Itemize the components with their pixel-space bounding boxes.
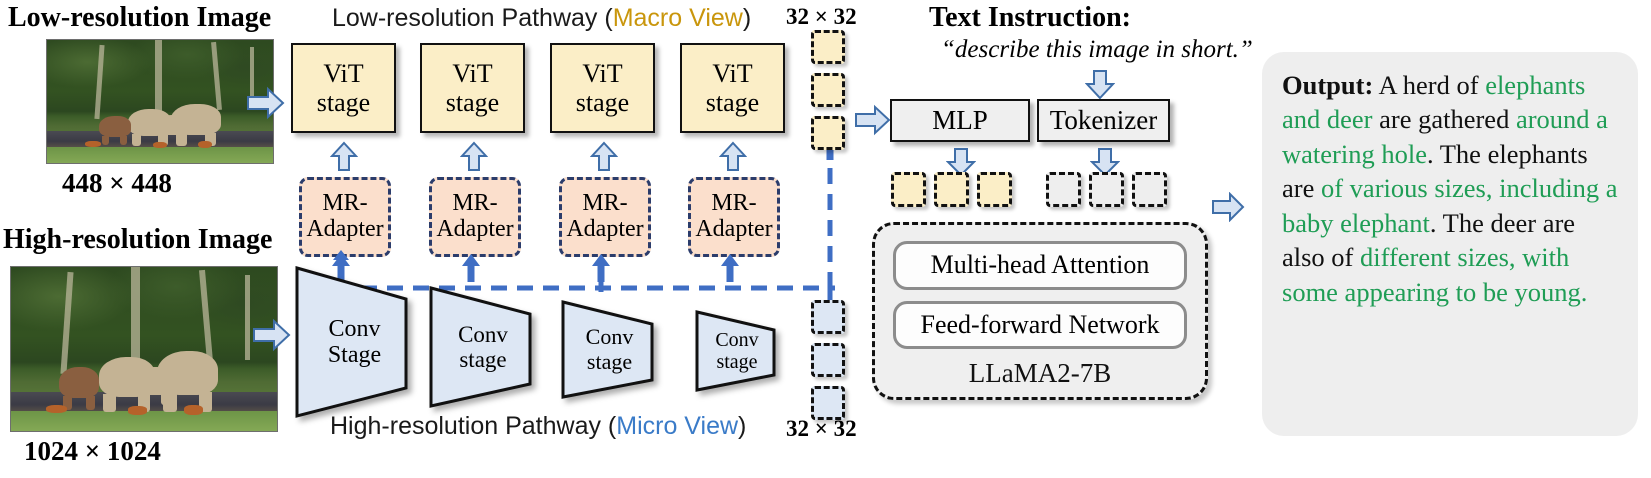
mr-adapter-3-line2: Adapter [566, 216, 644, 242]
mlp-output-token-2 [934, 172, 969, 207]
mr-adapter-4-line1: MR- [711, 190, 757, 217]
output-panel: Output: A herd of elephants and deer are… [1262, 52, 1638, 436]
mlp-output-token-1 [891, 172, 926, 207]
micro-token-1 [811, 300, 845, 334]
mr-adapter-3-line1: MR- [582, 190, 628, 217]
mr-adapter-1-line2: Adapter [306, 216, 384, 242]
vit-stage-2-line1: ViT [452, 58, 493, 88]
conv-stage-3[interactable]: Conv stage [557, 300, 656, 399]
macro-token-1 [811, 30, 845, 64]
vit-stage-4-line1: ViT [712, 58, 753, 88]
macro-view-text: Macro View [612, 4, 743, 32]
high-res-image-title: High-resolution Image [3, 224, 273, 255]
output-segment-5: . The elephants are [1282, 138, 1588, 204]
high-res-pathway-label: High-resolution Pathway (Micro View) [330, 412, 746, 441]
multi-head-attention-block[interactable]: Multi-head Attention [893, 241, 1187, 290]
arrow-instruction-to-tokenizer-icon [1085, 68, 1115, 100]
low-res-image-thumbnail [46, 39, 274, 164]
llama-model-name: LLaMA2-7B [968, 358, 1112, 388]
feature-bus-connector [300, 250, 840, 298]
tokenizer-output-token-3 [1132, 172, 1167, 207]
vit-stage-2[interactable]: ViT stage [420, 43, 525, 133]
tokenizer-module[interactable]: Tokenizer [1037, 99, 1170, 142]
arrow-adapter2-to-vit2-icon [460, 141, 488, 173]
conv-stage-4[interactable]: Conv stage [692, 310, 778, 392]
mr-adapter-2[interactable]: MR- Adapter [429, 177, 521, 257]
output-label: Output: [1282, 70, 1374, 100]
arrow-adapter1-to-vit1-icon [330, 141, 358, 173]
low-res-size-label: 448 × 448 [62, 168, 172, 198]
low-pathway-suffix: ) [742, 4, 752, 32]
output-segment-7: . The deer are also of [1282, 207, 1576, 273]
llama-container: Multi-head Attention Feed-forward Networ… [872, 222, 1208, 400]
vit-stage-3-line1: ViT [582, 58, 623, 88]
text-instruction-title: Text Instruction: [929, 2, 1131, 33]
arrow-tokens-to-mlp-icon [854, 104, 892, 136]
mr-adapter-1-line1: MR- [322, 190, 368, 217]
low-pathway-prefix: Low-resolution Pathway ( [332, 4, 613, 32]
vit-stage-2-line2: stage [445, 88, 500, 117]
micro-token-2 [811, 343, 845, 377]
arrow-tokenizer-to-tokens-icon [1090, 147, 1120, 177]
macro-token-dim-label: 32 × 32 [786, 4, 857, 29]
output-text: A herd of elephants and deer are gathere… [1282, 70, 1618, 307]
high-pathway-prefix: High-resolution Pathway ( [330, 412, 617, 440]
high-pathway-suffix: ) [738, 412, 747, 440]
mr-adapter-4[interactable]: MR- Adapter [688, 177, 780, 257]
mr-adapter-4-line2: Adapter [695, 216, 773, 242]
mr-adapter-2-line2: Adapter [436, 216, 514, 242]
mr-adapter-1[interactable]: MR- Adapter [299, 177, 391, 257]
vit-stage-1-line2: stage [316, 88, 371, 117]
conv-stage-1[interactable]: Conv Stage [289, 266, 408, 418]
vit-stage-4[interactable]: ViT stage [680, 43, 785, 133]
high-res-size-label: 1024 × 1024 [24, 436, 161, 466]
arrow-adapter4-to-vit4-icon [719, 141, 747, 173]
mr-adapter-3[interactable]: MR- Adapter [559, 177, 651, 257]
output-segment-8: different sizes, with some appearing to … [1282, 242, 1588, 307]
mr-adapter-2-line1: MR- [452, 190, 498, 217]
output-segment-2: elephants and deer [1282, 70, 1586, 135]
text-instruction-quote: “describe this image in short.” [941, 36, 1253, 63]
arrow-mlp-to-tokens-icon [946, 147, 976, 177]
macro-token-3 [811, 116, 845, 150]
arrow-adapter3-to-vit3-icon [590, 141, 618, 173]
feed-forward-network-block[interactable]: Feed-forward Network [893, 300, 1187, 349]
micro-view-text: Micro View [616, 412, 739, 440]
vit-stage-1-line1: ViT [323, 58, 364, 88]
arrow-llama-to-output-icon [1211, 192, 1245, 222]
low-res-image-title: Low-resolution Image [8, 2, 272, 33]
mlp-output-token-3 [977, 172, 1012, 207]
vit-stage-4-line2: stage [705, 88, 760, 117]
tokenizer-output-token-2 [1089, 172, 1124, 207]
conv-stage-2[interactable]: Conv stage [424, 286, 534, 408]
micro-token-3 [811, 386, 845, 420]
low-res-pathway-label: Low-resolution Pathway (Macro View) [332, 4, 751, 33]
high-res-image-thumbnail [10, 266, 278, 432]
vit-stage-3-line2: stage [575, 88, 630, 117]
vit-stage-1[interactable]: ViT stage [291, 43, 396, 133]
mlp-module[interactable]: MLP [890, 99, 1030, 142]
vit-stage-3[interactable]: ViT stage [550, 43, 655, 133]
micro-token-dim-label: 32 × 32 [786, 416, 857, 441]
arrow-lowres-to-vit-icon [246, 86, 286, 120]
tokenizer-output-token-1 [1046, 172, 1081, 207]
output-segment-1: A herd of [1373, 70, 1486, 100]
output-segment-6: of various sizes, including a baby eleph… [1282, 173, 1618, 238]
arrow-highres-to-conv-icon [252, 318, 292, 352]
output-segment-4: around a watering hole [1282, 104, 1608, 169]
output-segment-3: are gathered [1372, 104, 1516, 135]
macro-token-2 [811, 73, 845, 107]
